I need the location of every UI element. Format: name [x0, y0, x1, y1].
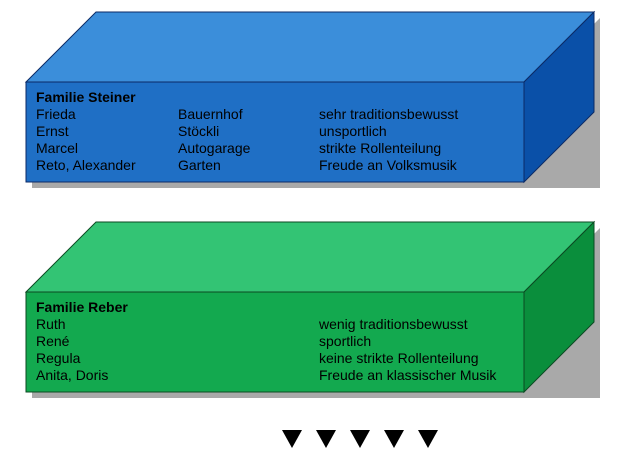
table-row: Marcel Autogarage strikte Rollenteilung [26, 140, 524, 157]
down-triangle-icon [384, 430, 404, 448]
table-row: Reto, Alexander Garten Freude an Volksmu… [26, 157, 524, 174]
reber-title: Familie Reber [26, 299, 524, 316]
reber-title-text: Familie Reber [36, 299, 128, 315]
reber-trait: sportlich [319, 333, 372, 349]
steiner-title: Familie Steiner [26, 89, 524, 106]
steiner-panel: Familie Steiner Frieda Bauernhof sehr tr… [26, 89, 524, 174]
steiner-box-top-face [24, 11, 596, 83]
steiner-place: Autogarage [178, 140, 251, 156]
steiner-trait: unsportlich [319, 123, 387, 139]
steiner-member: Frieda [36, 106, 76, 122]
table-row: Frieda Bauernhof sehr traditionsbewusst [26, 106, 524, 123]
reber-member: Regula [36, 350, 81, 366]
reber-trait: wenig traditionsbewusst [319, 316, 468, 332]
steiner-member: Ernst [36, 123, 69, 139]
reber-member: René [36, 333, 70, 349]
reber-member: Ruth [36, 316, 66, 332]
steiner-place: Bauernhof [178, 106, 243, 122]
reber-box-top-face [24, 221, 596, 293]
down-triangle-icon [316, 430, 336, 448]
table-row: Ernst Stöckli unsportlich [26, 123, 524, 140]
down-triangle-icon [418, 430, 438, 448]
steiner-trait: strikte Rollenteilung [319, 140, 442, 156]
reber-box [24, 220, 600, 398]
steiner-box-front-face [25, 81, 525, 183]
reber-trait: keine strikte Rollenteilung [319, 350, 479, 366]
down-triangle-icon [350, 430, 370, 448]
steiner-box [24, 10, 600, 188]
steiner-place: Stöckli [178, 123, 220, 139]
steiner-trait: Freude an Volksmusik [319, 157, 457, 173]
reber-panel: Familie Reber Ruth wenig traditionsbewus… [26, 299, 524, 384]
steiner-member: Marcel [36, 140, 79, 156]
table-row: Regula keine strikte Rollenteilung [26, 350, 524, 367]
reber-trait: Freude an klassischer Musik [319, 367, 497, 383]
reber-member: Anita, Doris [36, 367, 109, 383]
steiner-title-text: Familie Steiner [36, 89, 136, 105]
table-row: René sportlich [26, 333, 524, 350]
down-triangle-icon [282, 430, 302, 448]
reber-box-front-face [25, 291, 525, 393]
steiner-place: Garten [178, 157, 221, 173]
table-row: Anita, Doris Freude an klassischer Musik [26, 367, 524, 384]
steiner-member: Reto, Alexander [36, 157, 136, 173]
steiner-trait: sehr traditionsbewusst [319, 106, 459, 122]
table-row: Ruth wenig traditionsbewusst [26, 316, 524, 333]
